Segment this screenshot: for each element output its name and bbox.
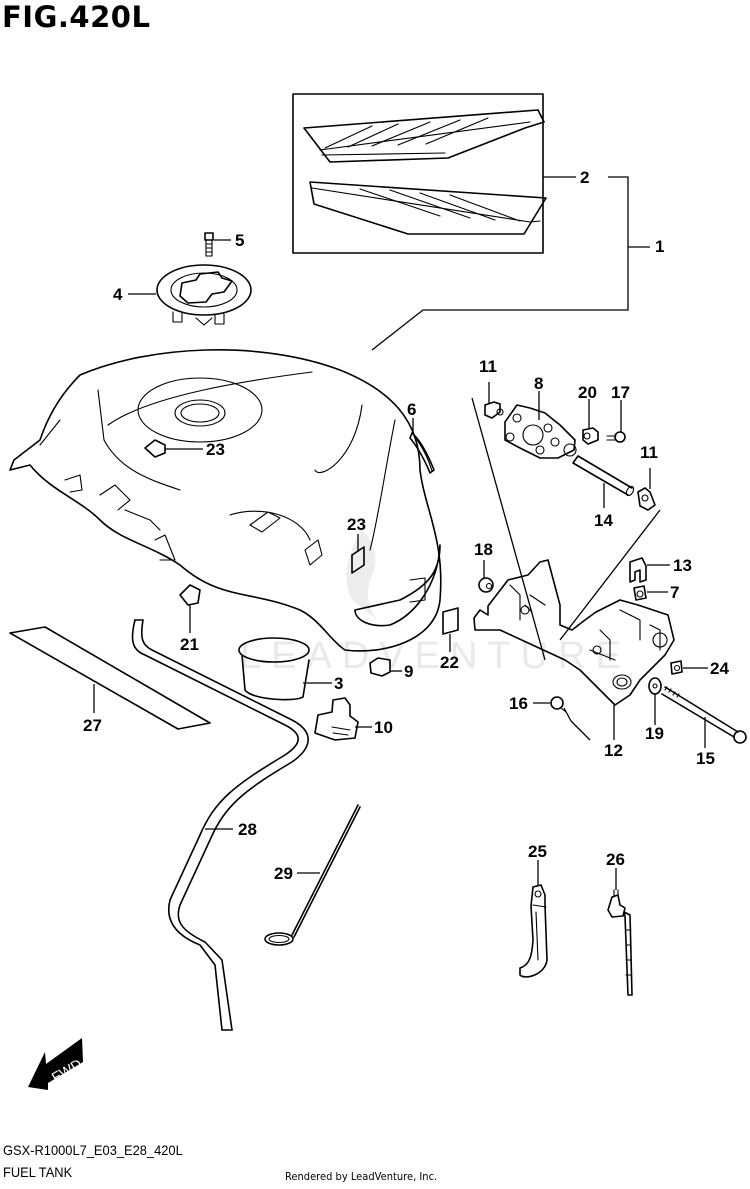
tank-prop-stay-25[interactable] <box>519 884 548 978</box>
clip-13[interactable] <box>629 557 647 583</box>
fuel-tank-body[interactable] <box>9 349 442 652</box>
callout-29[interactable]: 29 <box>274 864 293 883</box>
cable-tie-bolt-26[interactable] <box>607 889 633 996</box>
callout-19[interactable]: 19 <box>645 724 664 743</box>
screw-16[interactable] <box>550 696 567 713</box>
callout-21[interactable]: 21 <box>180 635 199 654</box>
callout-26[interactable]: 26 <box>606 850 625 869</box>
callout-16[interactable]: 16 <box>509 694 528 713</box>
forward-direction-arrow: FWD <box>28 1038 84 1090</box>
protective-sheet-27[interactable] <box>9 626 211 730</box>
callout-25[interactable]: 25 <box>528 842 547 861</box>
washer-19[interactable] <box>648 677 662 695</box>
small-screw-17[interactable] <box>606 431 626 443</box>
side-strip-6[interactable] <box>409 432 435 474</box>
nut-24[interactable] <box>670 660 683 675</box>
callout-7[interactable]: 7 <box>670 583 679 602</box>
callout-labels: 1 2 3 4 5 6 7 8 9 10 11 11 12 13 14 15 1… <box>83 168 729 883</box>
grommet-11-upper[interactable] <box>484 401 504 419</box>
callout-11-right[interactable]: 11 <box>640 443 658 462</box>
callout-18[interactable]: 18 <box>474 540 493 559</box>
collar-pipe-14[interactable] <box>572 455 635 497</box>
grommet-11-right[interactable] <box>637 487 656 511</box>
mounting-bracket-12[interactable] <box>473 559 675 706</box>
pad-22[interactable] <box>442 607 459 635</box>
callout-1[interactable]: 1 <box>655 237 664 256</box>
model-code: GSX-R1000L7_E03_E28_420L <box>3 1142 183 1158</box>
drain-hose-28[interactable] <box>131 619 309 1031</box>
watermark: LEADVENTURE <box>240 530 621 677</box>
callout-15[interactable]: 15 <box>696 749 715 768</box>
grommet-18[interactable] <box>478 577 494 593</box>
callout-17[interactable]: 17 <box>611 383 630 402</box>
fuel-cap-base-4[interactable] <box>156 264 252 326</box>
callout-14[interactable]: 14 <box>594 511 613 530</box>
callout-8[interactable]: 8 <box>534 374 543 393</box>
bracket-group-lines <box>471 397 661 661</box>
callout-12[interactable]: 12 <box>604 741 623 760</box>
long-bolt-15[interactable] <box>661 686 747 744</box>
rendered-by-credit: Rendered by LeadVenture, Inc. <box>285 1170 438 1183</box>
callout-23-top[interactable]: 23 <box>206 440 225 459</box>
emblem-set-box[interactable] <box>292 93 547 254</box>
gasket-plate-8[interactable] <box>504 404 577 459</box>
cap-bolt-5[interactable] <box>204 232 214 257</box>
callout-13[interactable]: 13 <box>673 556 692 575</box>
callout-9[interactable]: 9 <box>404 662 413 681</box>
callout-2[interactable]: 2 <box>580 168 589 187</box>
cushion-9[interactable] <box>369 657 391 677</box>
callout-27[interactable]: 27 <box>83 716 102 735</box>
nut-clip-7[interactable] <box>633 585 647 601</box>
callout-11-upper[interactable]: 11 <box>479 357 497 376</box>
callout-5[interactable]: 5 <box>235 231 244 250</box>
spacer-20[interactable] <box>582 427 599 445</box>
callout-10[interactable]: 10 <box>374 718 393 737</box>
pad-23-front[interactable] <box>351 546 365 574</box>
section-name: FUEL TANK <box>3 1164 73 1180</box>
callout-23-front[interactable]: 23 <box>347 515 366 534</box>
callout-20[interactable]: 20 <box>578 383 597 402</box>
callout-22[interactable]: 22 <box>440 653 459 672</box>
cushion-21[interactable] <box>179 584 201 606</box>
callout-24[interactable]: 24 <box>710 659 729 678</box>
wire-tie-29[interactable] <box>264 804 361 946</box>
pad-23-top[interactable] <box>144 439 166 458</box>
callout-4[interactable]: 4 <box>113 285 123 304</box>
callout-3[interactable]: 3 <box>334 674 343 693</box>
tank-band-3[interactable] <box>238 637 310 701</box>
callout-6[interactable]: 6 <box>407 400 416 419</box>
callout-28[interactable]: 28 <box>238 820 257 839</box>
rubber-mount-10[interactable] <box>314 697 359 741</box>
figure-title: FIG.420L <box>2 0 151 34</box>
